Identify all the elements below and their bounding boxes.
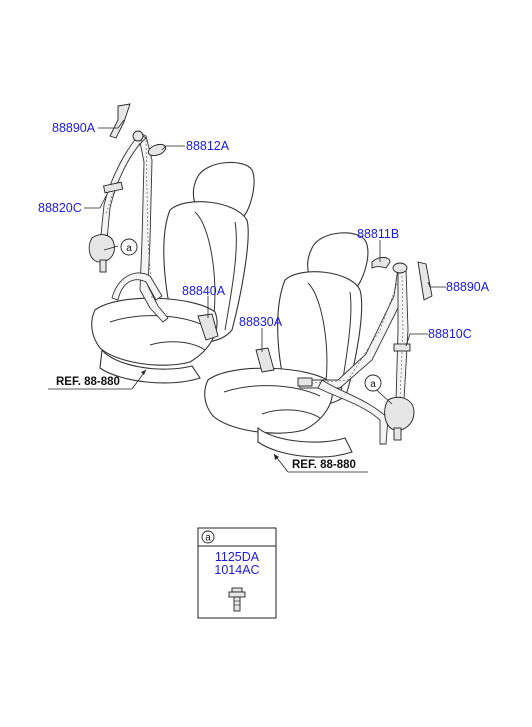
callout-marker-right: a [364,374,382,392]
part-label-88820c: 88820C [38,201,82,215]
callout-box-marker: a [205,533,211,544]
left-seat [91,161,255,384]
part-label-88890a-right: 88890A [446,280,490,294]
part-label-88830a: 88830A [239,315,283,329]
callout-marker-left: a [120,238,138,256]
callout-box: a 1125DA 1014AC [197,527,277,619]
part-label-88890a-left: 88890A [52,121,96,135]
ref-left: REF. 88-880 [48,369,147,390]
ref-right: REF. 88-880 [273,453,368,473]
bolt-icon [228,587,246,612]
left-seat-belt [88,103,219,341]
callout-part-1014ac: 1014AC [214,563,259,577]
ref-label-left: REF. 88-880 [56,376,120,388]
marker-letter-right: a [370,379,376,390]
leader-lines [84,119,446,405]
ref-label-right: REF. 88-880 [292,459,356,471]
part-label-88840a: 88840A [182,284,226,298]
right-seat-belt [255,257,433,445]
part-label-88812a: 88812A [186,139,230,153]
part-label-88810c: 88810C [428,327,472,341]
callout-part-1125da: 1125DA [215,550,260,564]
marker-letter-left: a [126,243,132,254]
part-label-88811b: 88811B [357,227,399,241]
